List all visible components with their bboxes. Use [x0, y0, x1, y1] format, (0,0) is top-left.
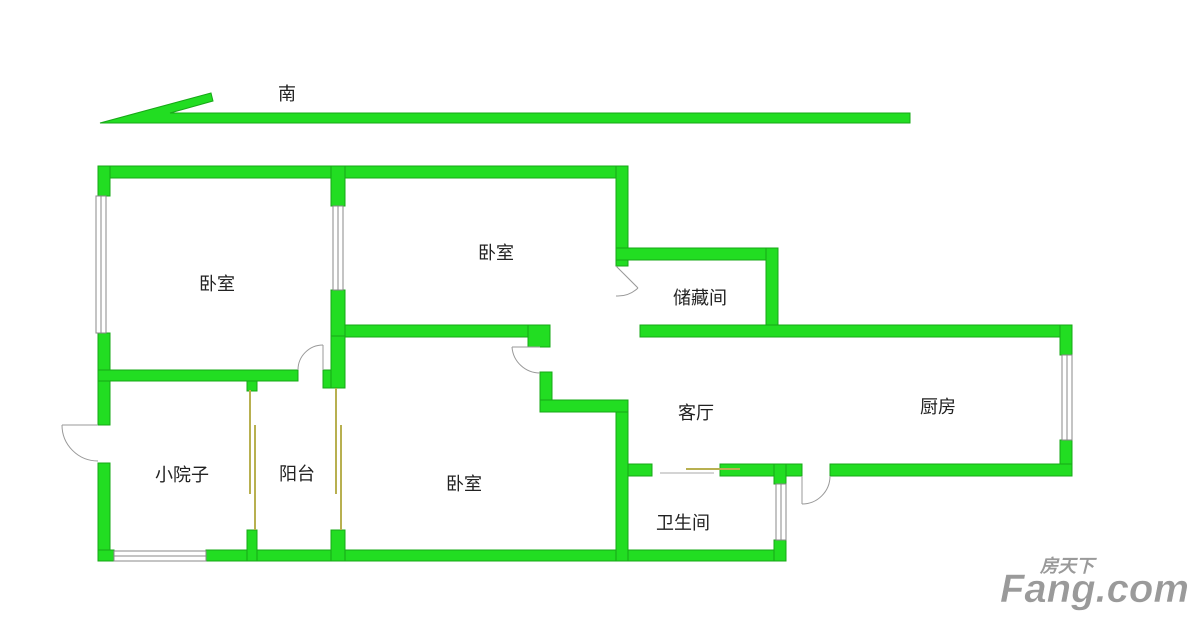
- window-yard-bottom: [113, 550, 207, 562]
- room-label-kitchen: 厨房: [920, 397, 956, 418]
- wall-yard-balcony-bottom: [246, 529, 258, 562]
- watermark-brand-en: Fang.com: [1000, 567, 1189, 611]
- watermark-logo: 房天下 Fang.com: [1000, 556, 1189, 611]
- wall-bath-right-top: [773, 463, 787, 485]
- wall-divider-stub: [527, 324, 551, 348]
- window-left-bedroom: [95, 195, 107, 334]
- window-bathroom: [775, 483, 787, 541]
- compass-label: 南: [278, 84, 296, 105]
- wall-storage-right: [765, 247, 779, 337]
- wall-mid-vert-bottom: [330, 289, 346, 337]
- wall-living-top: [639, 324, 1071, 338]
- wall-bath-right-bottom: [773, 539, 787, 562]
- door-storage: [615, 265, 639, 297]
- wall-left-upper: [97, 165, 111, 197]
- wall-yard-top: [97, 369, 299, 382]
- wall-bottom-left: [97, 549, 115, 562]
- windows: [95, 195, 1073, 562]
- wall-balcony-right-top: [330, 335, 346, 389]
- door-kitchen-side: [801, 475, 831, 505]
- wall-storage-top: [615, 247, 779, 261]
- wall-yard-balcony-top: [246, 380, 258, 392]
- wall-bedroom2-right: [615, 165, 629, 267]
- sliding-doors: [249, 388, 740, 530]
- room-label-bathroom: 卫生间: [656, 513, 710, 534]
- compass-arrow: [99, 92, 911, 124]
- room-label-balcony: 阳台: [279, 464, 315, 485]
- room-label-bedroom-top-middle: 卧室: [478, 243, 514, 264]
- watermark-brand-cn: 房天下: [1039, 556, 1097, 576]
- room-label-bedroom-bottom: 卧室: [446, 474, 482, 495]
- wall-top: [97, 165, 629, 179]
- room-label-yard: 小院子: [155, 465, 209, 486]
- door-yard-exterior: [61, 424, 99, 462]
- wall-bedrooms-divider: [344, 324, 541, 338]
- wall-bedroom3-right: [615, 399, 629, 562]
- wall-notch-horiz: [539, 399, 629, 413]
- wall-bottom: [205, 549, 787, 562]
- wall-left-lower: [97, 462, 111, 562]
- wall-mid-vert-top: [330, 165, 346, 207]
- window-mid-wall: [332, 205, 344, 291]
- room-label-storage: 储藏间: [673, 288, 727, 309]
- room-label-living-room: 客厅: [678, 403, 714, 424]
- window-kitchen: [1061, 354, 1073, 441]
- door-bedroom-bottom: [511, 346, 541, 374]
- door-left-bedroom: [297, 344, 324, 371]
- wall-bath-top-left: [625, 463, 653, 477]
- doors: [61, 265, 831, 505]
- walls: [97, 165, 1073, 562]
- wall-kitchen-bottom: [829, 463, 1073, 477]
- wall-balcony-right-bottom: [330, 529, 346, 562]
- room-label-bedroom-top-left: 卧室: [199, 274, 235, 295]
- wall-right-upper: [1059, 324, 1073, 356]
